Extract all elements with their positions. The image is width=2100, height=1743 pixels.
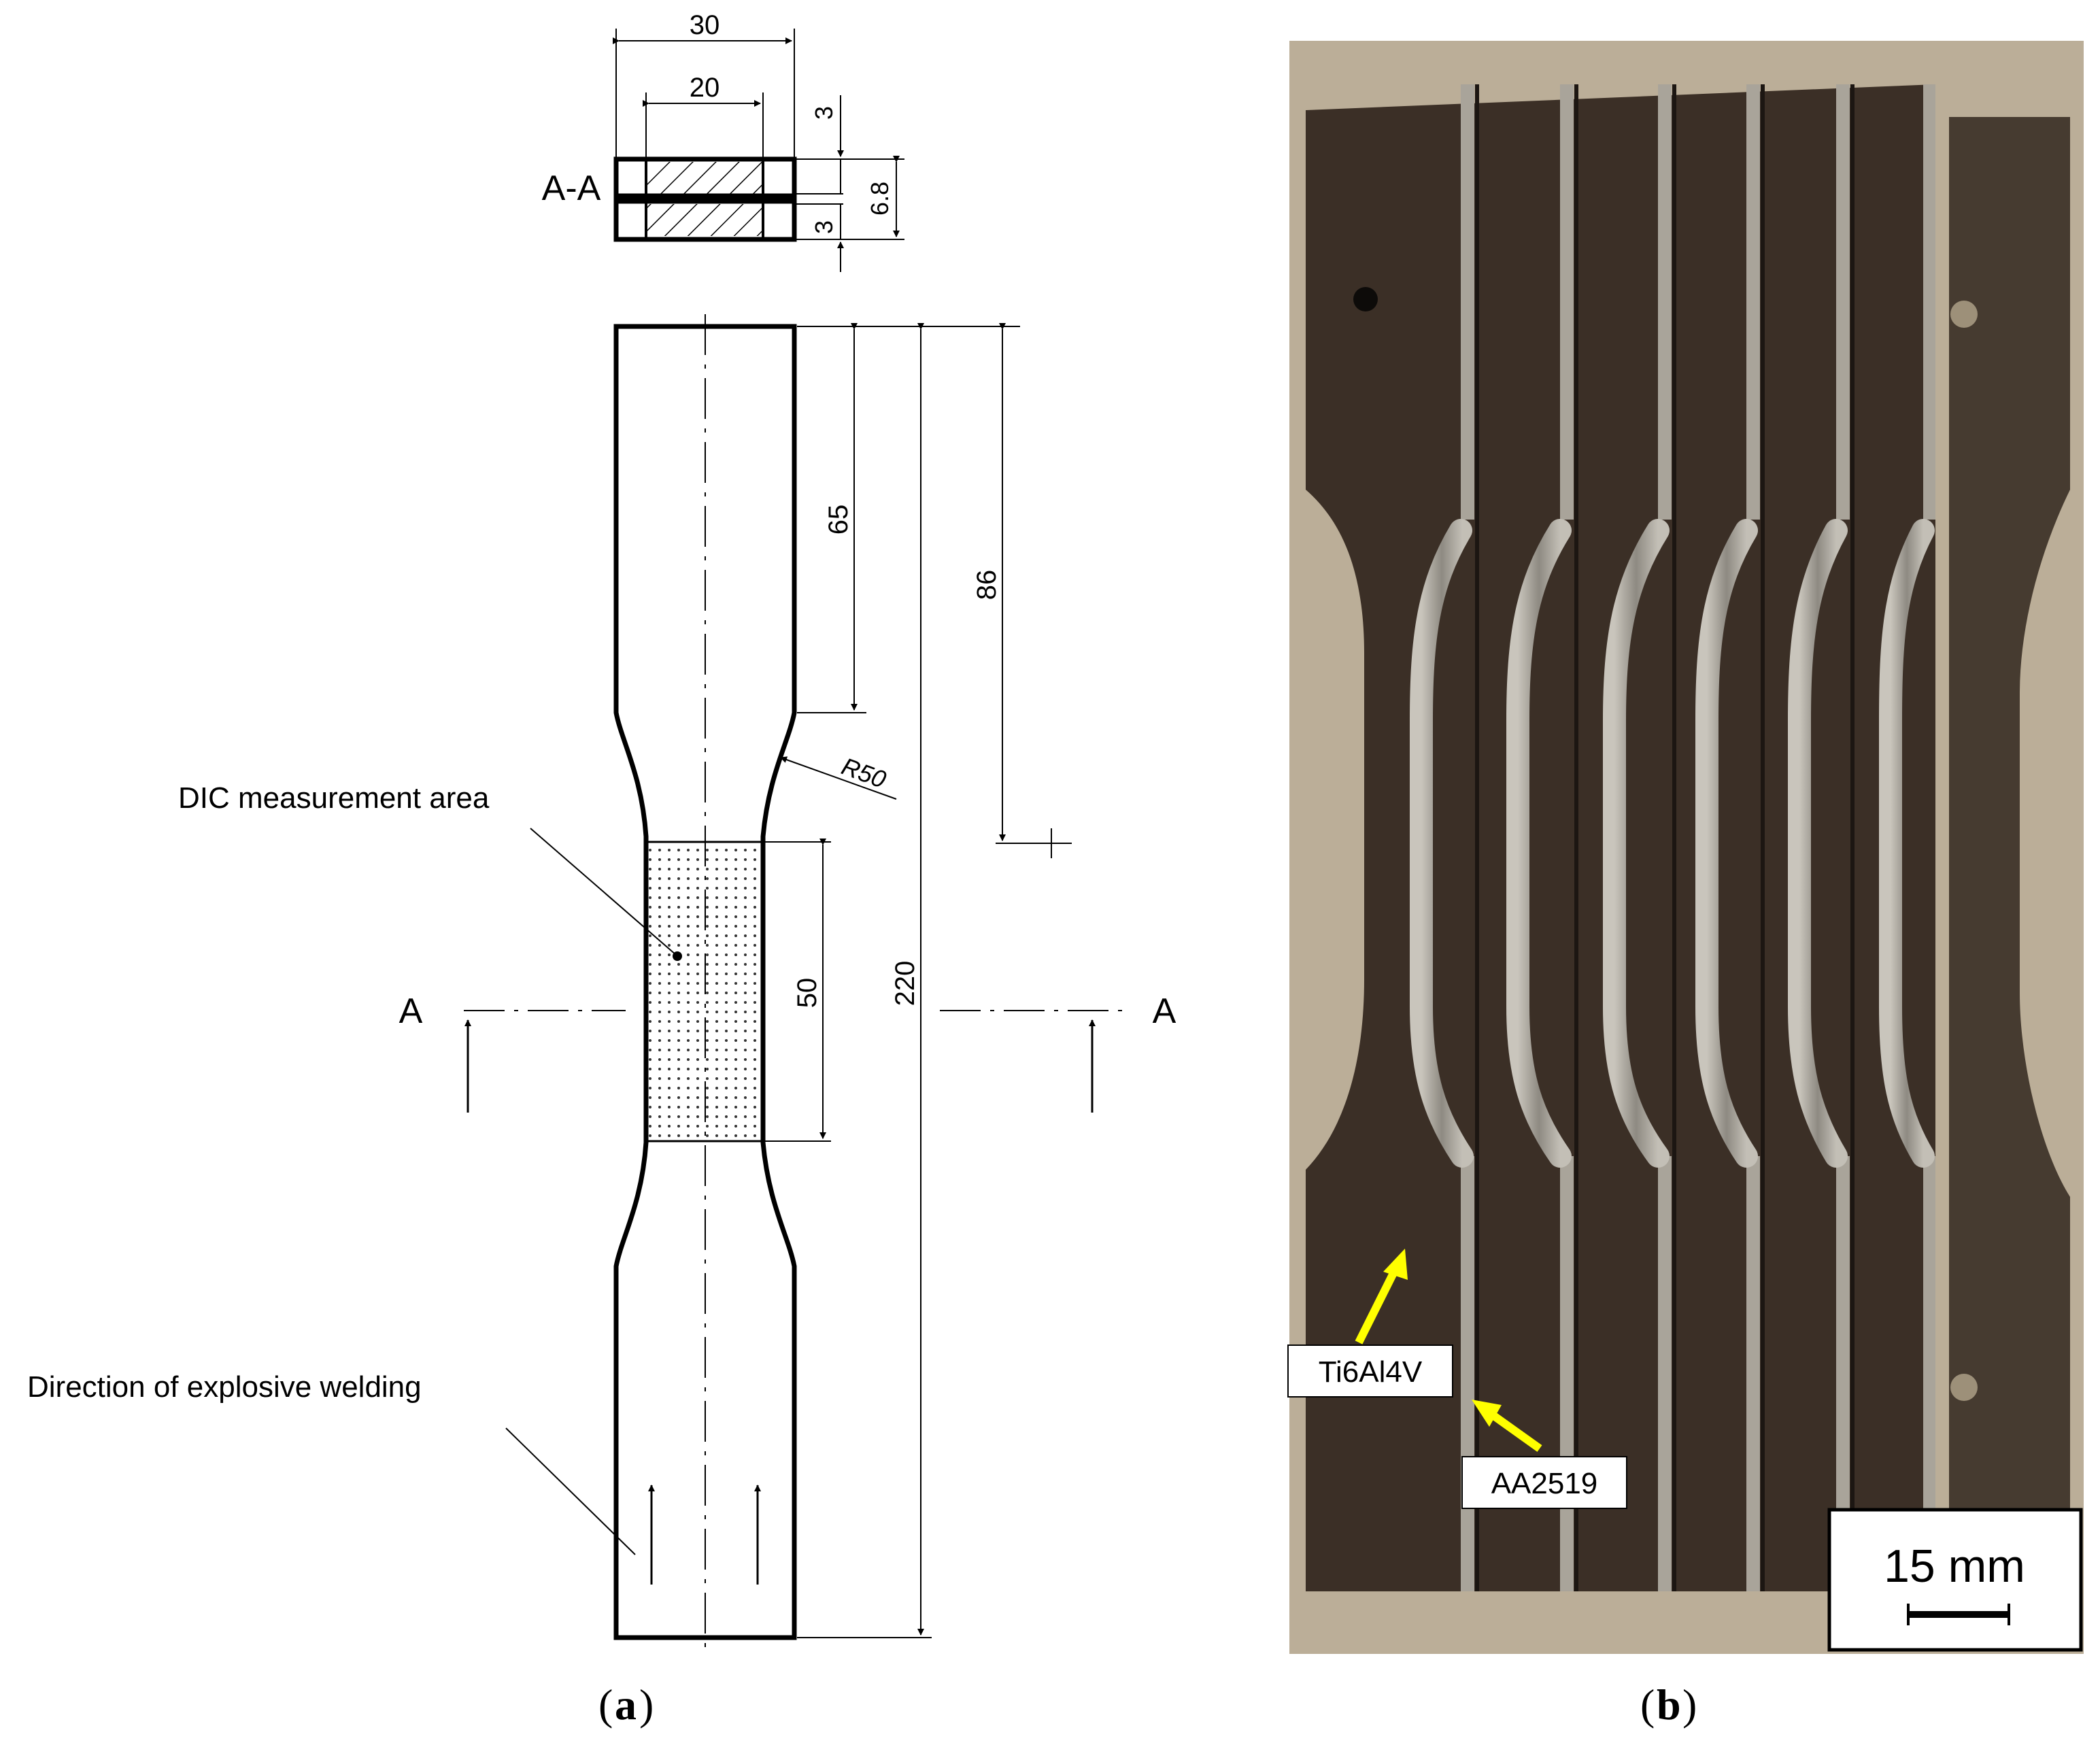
dic-label: DIC measurement area	[178, 781, 490, 815]
dim-section-thickness: 6.8	[866, 182, 894, 216]
cut-label-left: A	[399, 992, 423, 1031]
scale-box	[1827, 1508, 2083, 1652]
drawing-panel: A-A 30 20 3 3 6.8 65 86 R50	[27, 10, 1176, 1653]
svg-text:(: (	[1640, 1680, 1655, 1729]
dim-total-length: 220	[890, 961, 920, 1006]
dim-section-width: 30	[690, 10, 720, 40]
section-cut: A A	[399, 992, 1176, 1113]
section-view: A-A 30 20 3 3 6.8	[542, 10, 904, 272]
welding-leader	[505, 1427, 636, 1555]
label-aa-box	[1461, 1456, 1627, 1509]
welding-label: Direction of explosive welding	[27, 1370, 422, 1404]
dim-layer-top: 3	[810, 106, 838, 120]
section-label: A-A	[542, 169, 601, 208]
label-aa: AA2519	[1491, 1467, 1598, 1500]
dimensions: 65 86 R50 50 220	[764, 323, 1072, 1638]
captions: ( a ) ( b )	[598, 1680, 1697, 1729]
dim-gauge-length: 50	[792, 978, 822, 1009]
arrow-aa	[1489, 1411, 1542, 1452]
svg-text:): )	[1682, 1680, 1697, 1729]
photo-panel: Ti6Al4V AA2519 15 mm	[1287, 41, 2084, 1654]
groove-shadows	[1475, 84, 1855, 1591]
svg-text:): )	[639, 1680, 654, 1729]
cut-label-right: A	[1153, 992, 1176, 1031]
caption-b: b	[1657, 1680, 1681, 1729]
specimen-hole	[1353, 287, 1378, 311]
arrow-ti	[1355, 1267, 1400, 1344]
dic-leader	[530, 828, 677, 955]
plate-hole-bottom	[1950, 1374, 1978, 1401]
plate-hole-top	[1950, 301, 1978, 328]
dim-curve-end: 86	[972, 570, 1002, 600]
caption-a: a	[615, 1680, 637, 1729]
scale-label: 15 mm	[1884, 1540, 2025, 1592]
dim-grip-length: 65	[824, 505, 853, 535]
dim-section-inner-width: 20	[690, 73, 720, 103]
layer-bands-gauge	[1410, 519, 1935, 1168]
dim-radius: R50	[838, 752, 890, 794]
label-ti-box	[1287, 1344, 1453, 1398]
dim-layer-bottom: 3	[810, 220, 838, 234]
back-plate	[1949, 117, 2070, 1564]
svg-text:(: (	[598, 1680, 613, 1729]
label-ti: Ti6Al4V	[1319, 1355, 1423, 1389]
